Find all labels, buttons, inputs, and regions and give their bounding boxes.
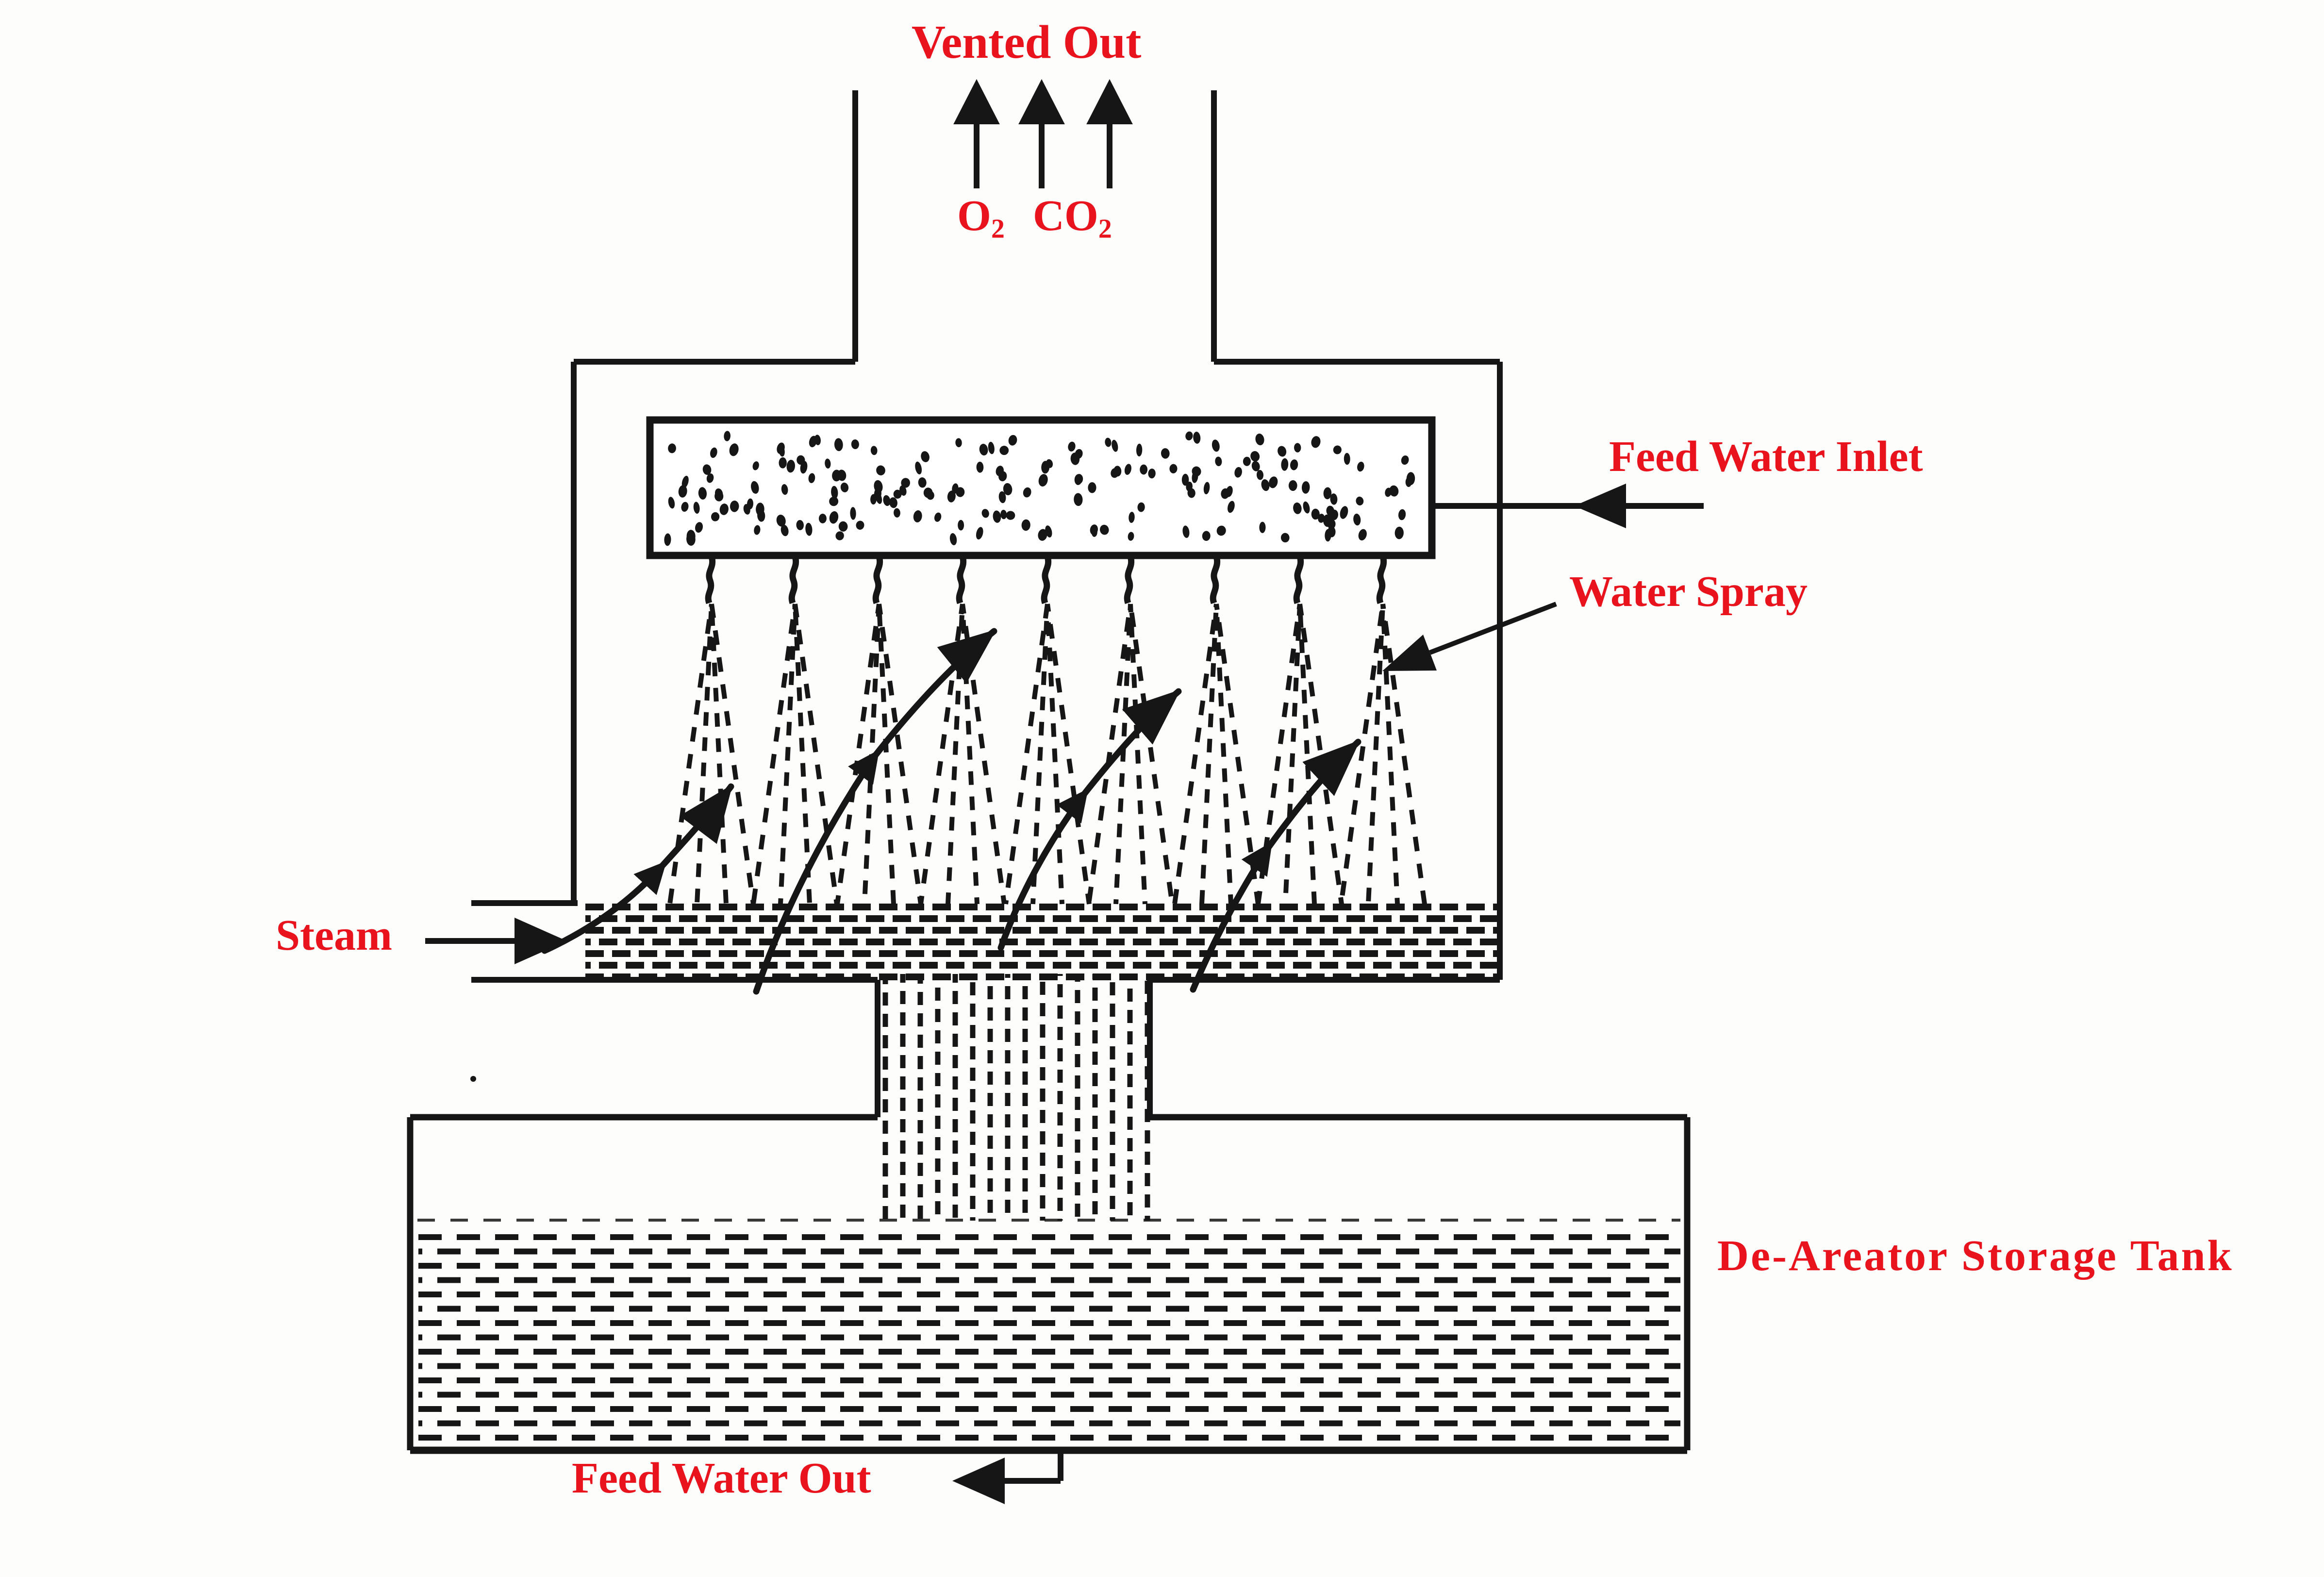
feed-water-out-pipe	[952, 1450, 1063, 1504]
vented-out-label: Vented Out	[912, 16, 1142, 68]
up-arrow-icon	[1018, 79, 1065, 124]
steam-label: Steam	[276, 911, 392, 959]
feed-water-inlet-pipe	[1432, 484, 1704, 528]
co2-label: CO2	[1032, 192, 1112, 244]
steam-swoosh-1	[541, 783, 734, 954]
left-arrow-icon	[952, 1458, 1005, 1504]
water-spray-pointer	[1382, 602, 1557, 671]
right-arrow-icon	[515, 918, 567, 964]
steam-water-band	[585, 904, 1497, 980]
spray-header-stipple	[664, 431, 1415, 546]
feed-water-inlet-label: Feed Water Inlet	[1609, 433, 1923, 481]
falling-water-dashes	[882, 974, 1150, 1221]
down-left-arrow-icon	[1382, 635, 1437, 671]
tank-water-dashes	[417, 1219, 1680, 1441]
steam-flow-arrows	[541, 628, 1361, 995]
scan-speck	[470, 1076, 476, 1082]
left-arrow-icon	[1574, 484, 1626, 528]
vent-pipe	[852, 90, 1217, 362]
gas-species-label: O2 CO2	[957, 192, 1112, 244]
o2-label: O2	[957, 192, 1005, 244]
water-spray-label: Water Spray	[1569, 568, 1808, 616]
steam-inlet-arrow	[425, 918, 567, 964]
up-arrow-icon	[953, 79, 1000, 124]
steam-swoosh-4	[1190, 738, 1361, 993]
storage-tank-shell	[407, 1114, 1691, 1454]
vent-gas-arrows	[953, 79, 1133, 188]
up-arrow-icon	[1086, 79, 1133, 124]
storage-tank-label: De-Areator Storage Tank	[1717, 1232, 2234, 1280]
pointer-line	[1429, 602, 1557, 655]
feed-water-out-label: Feed Water Out	[572, 1454, 871, 1502]
steam-swoosh-3	[997, 688, 1182, 951]
steam-swoosh-2	[753, 628, 997, 995]
